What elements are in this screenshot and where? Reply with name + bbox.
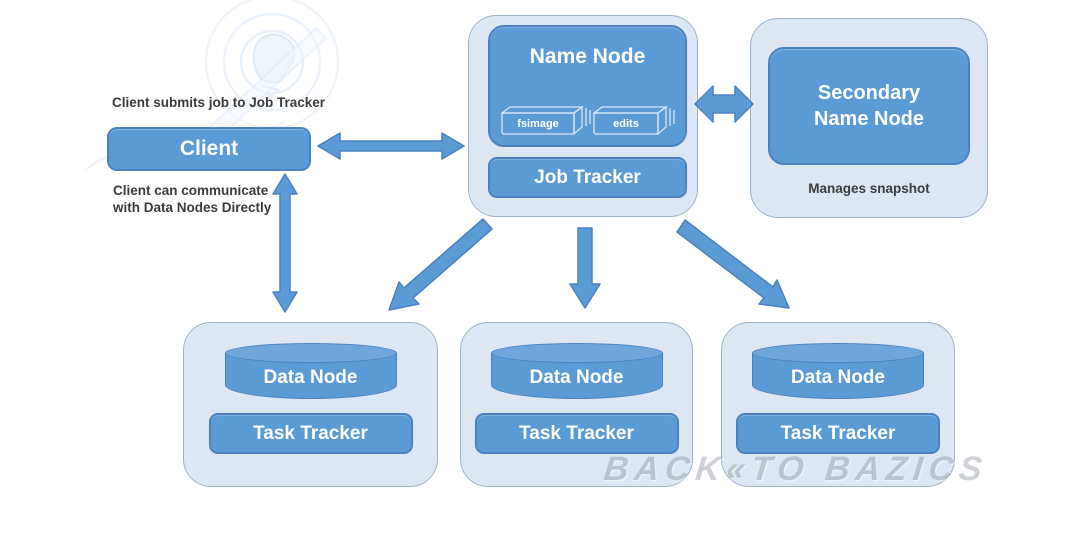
fsimage-stack-icon: fsimage [500, 105, 592, 137]
data-node-label: Data Node [263, 367, 358, 388]
task-tracker-box: Task Tracker [208, 413, 413, 454]
data-node-label: Data Node [529, 367, 624, 388]
task-tracker-box: Task Tracker [474, 413, 679, 454]
data-node-group-1: Data Node Task Tracker [183, 322, 438, 487]
secondary-name-node-label: Secondary Name Node [814, 80, 924, 132]
edits-label: edits [613, 117, 639, 130]
data-node-label: Data Node [791, 367, 885, 388]
arrow-client-namenode [317, 132, 465, 160]
name-node-label: Name Node [529, 45, 646, 68]
task-tracker-label: Task Tracker [253, 422, 368, 444]
task-tracker-label: Task Tracker [780, 422, 896, 444]
data-node-group-2: Data Node Task Tracker [460, 322, 693, 487]
data-node-cylinder: Data Node [752, 343, 924, 399]
job-tracker-label: Job Tracker [534, 166, 641, 188]
cylinder-top-icon [490, 343, 663, 363]
arrow-namenode-datanode1 [388, 218, 493, 311]
client-bottom-caption-line1: Client can communicate [113, 183, 269, 198]
fsimage-label: fsimage [517, 117, 559, 130]
task-tracker-label: Task Tracker [519, 422, 634, 444]
data-node-group-3: Data Node Task Tracker [721, 322, 955, 487]
cylinder-top-icon [224, 343, 397, 363]
secondary-label-line2: Name Node [813, 108, 925, 130]
arrow-namenode-secondary [694, 85, 754, 123]
cylinder-top-icon [752, 343, 924, 363]
job-tracker-box: Job Tracker [488, 157, 687, 198]
secondary-name-node-box: Secondary Name Node [768, 47, 970, 165]
data-node-cylinder: Data Node [490, 343, 663, 399]
secondary-label-line1: Secondary [817, 82, 921, 104]
client-bottom-caption: Client can communicate with Data Nodes D… [113, 182, 271, 216]
arrow-namenode-datanode3 [676, 219, 790, 309]
task-tracker-box: Task Tracker [736, 413, 940, 454]
client-label: Client [179, 137, 239, 160]
arrow-namenode-datanode2 [569, 227, 601, 309]
client-bottom-caption-line2: with Data Nodes Directly [113, 200, 272, 215]
data-node-cylinder: Data Node [224, 343, 397, 399]
edits-stack-icon: edits [592, 105, 676, 137]
arrow-client-datanode [272, 173, 298, 313]
manages-snapshot-caption: Manages snapshot [808, 181, 930, 196]
client-box: Client [107, 127, 311, 171]
name-node-box: Name Node fsimage edits [488, 25, 687, 147]
client-top-caption: Client submits job to Job Tracker [112, 95, 326, 110]
